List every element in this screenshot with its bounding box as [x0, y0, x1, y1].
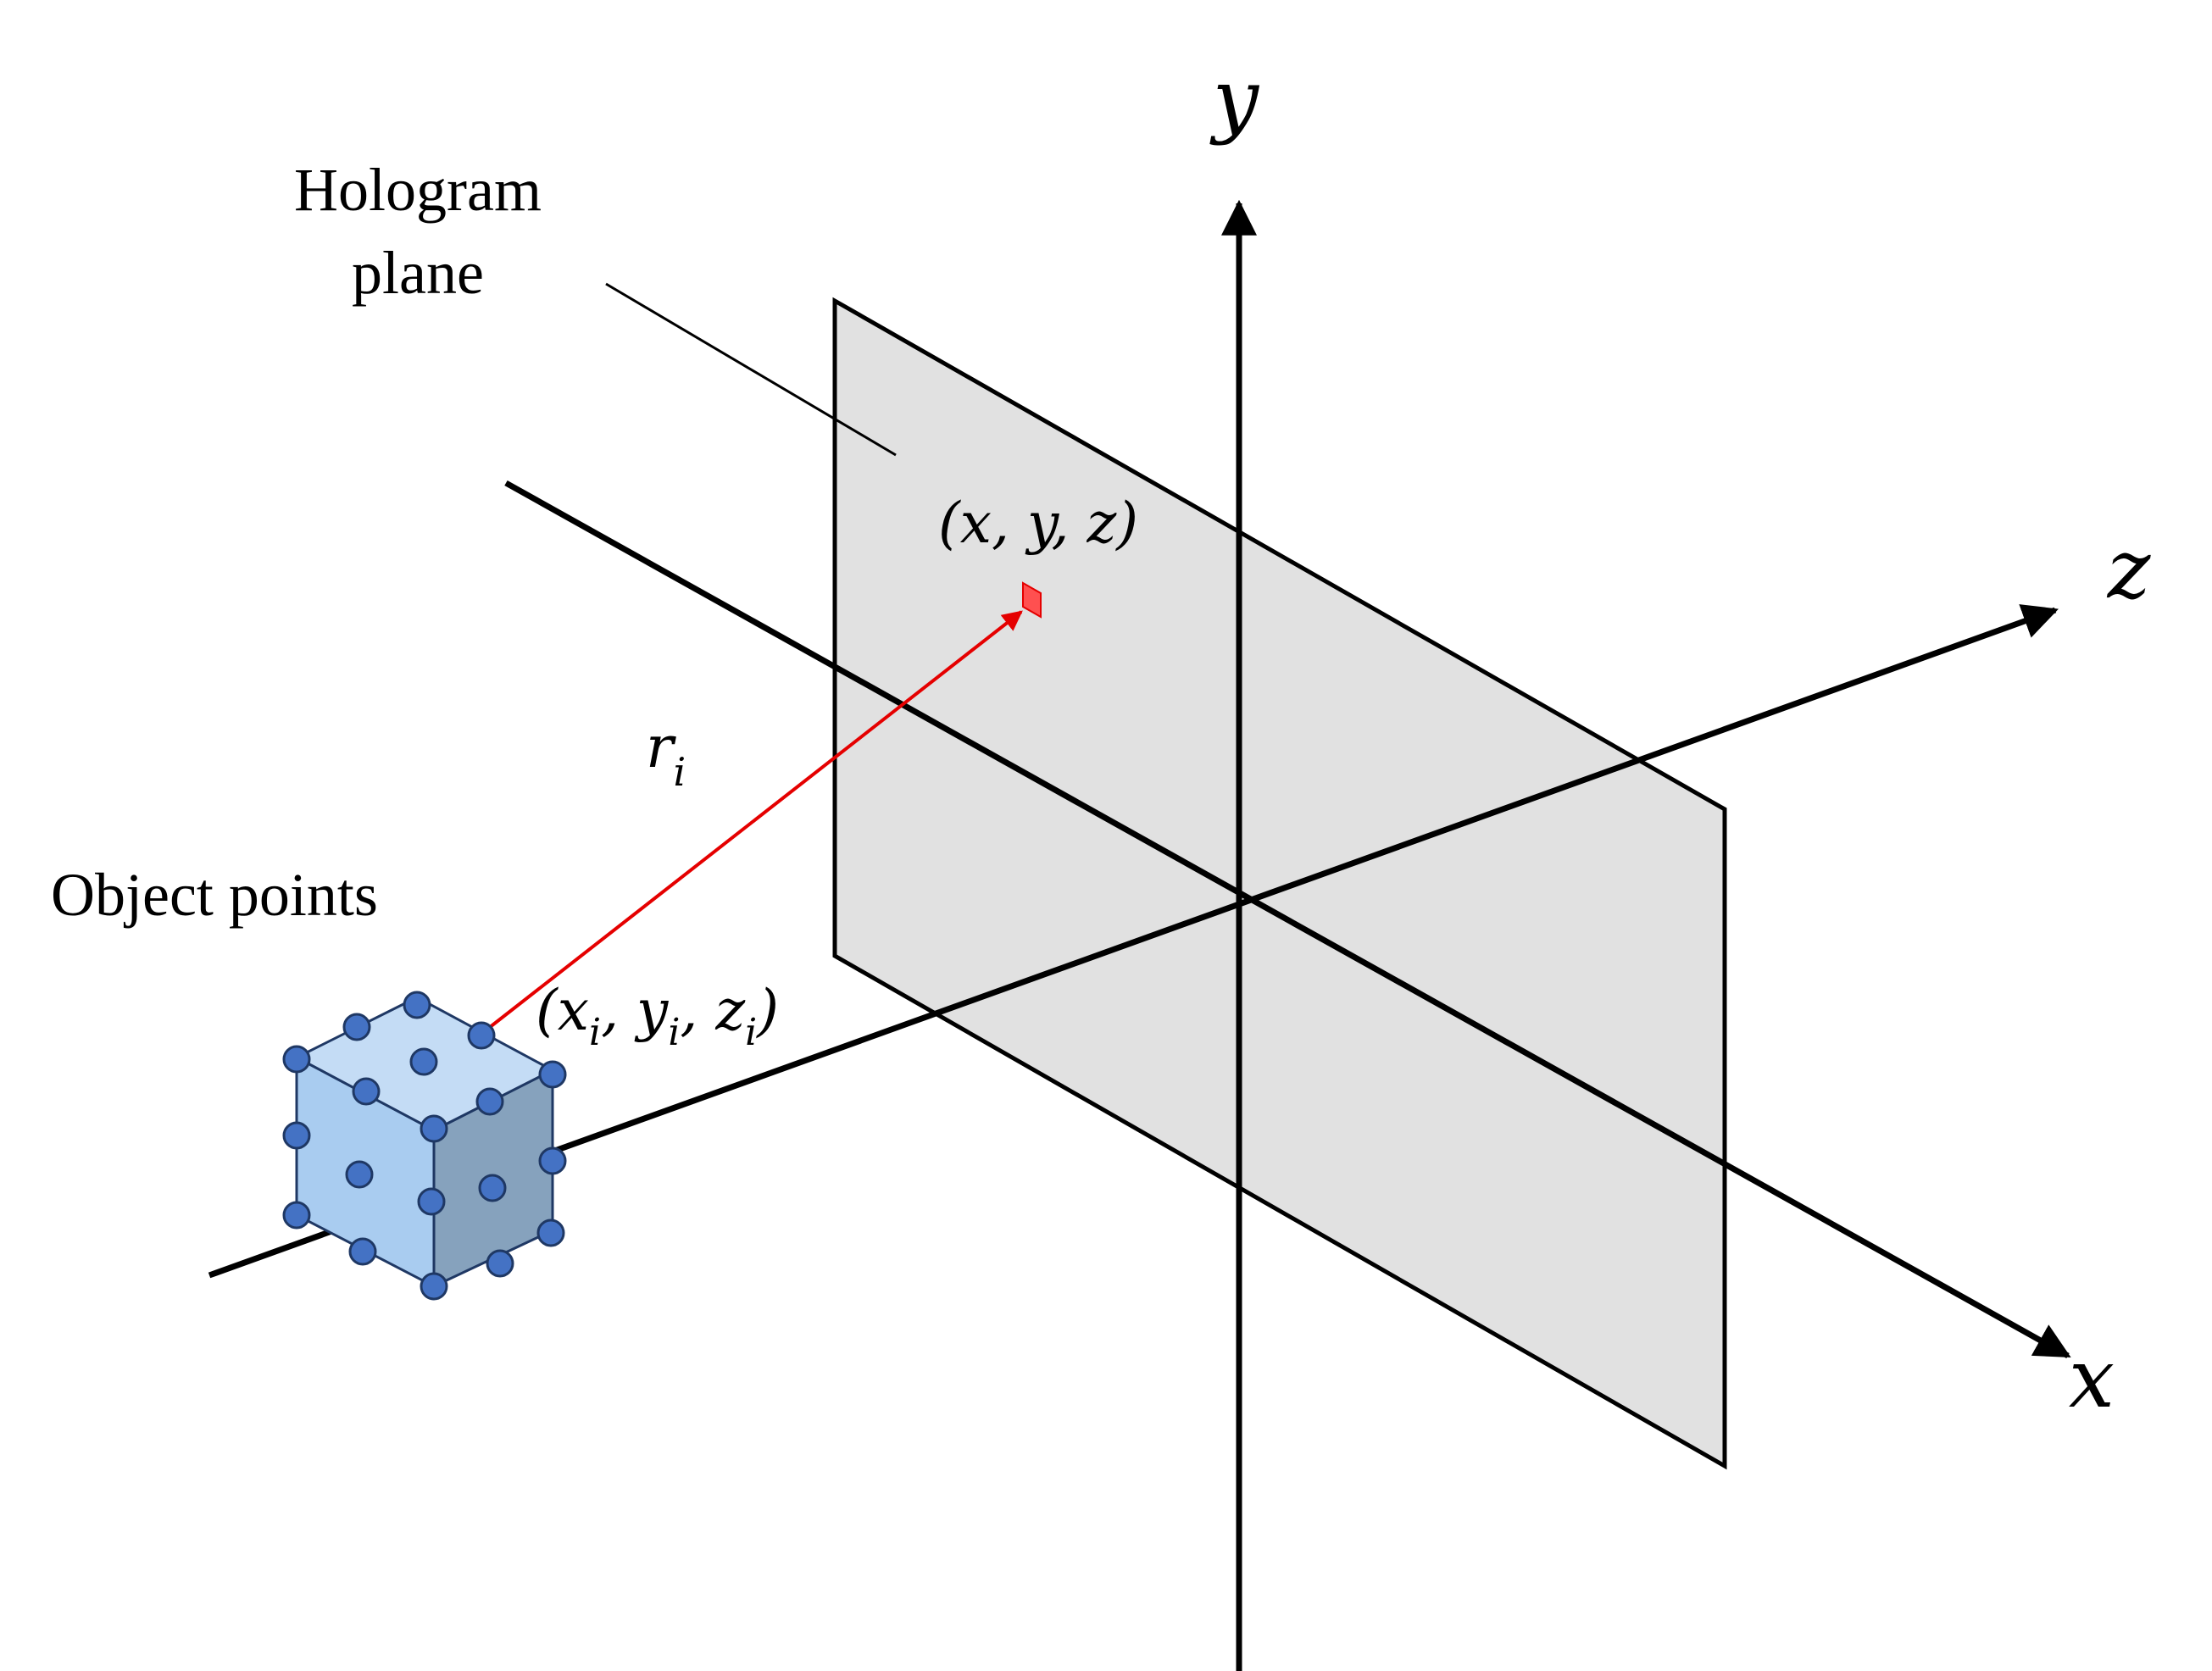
- object-point: [536, 1219, 565, 1247]
- object-point: [538, 1146, 567, 1175]
- object-point: [348, 1237, 377, 1266]
- object-point-sub-y: i: [668, 1011, 680, 1054]
- object-point: [345, 1160, 374, 1189]
- object-point: [538, 1060, 567, 1089]
- object-point: [342, 1013, 371, 1041]
- z-axis-label: z: [2107, 522, 2152, 617]
- hologram-plane-label-line1: Hologram: [294, 156, 542, 224]
- object-points-label: Object points: [51, 861, 378, 929]
- y-axis-label: y: [1209, 52, 1260, 147]
- object-point-mid-y: , y: [601, 978, 669, 1043]
- object-point: [417, 1187, 446, 1216]
- object-point: [352, 1077, 381, 1106]
- hologram-leader-line: [605, 282, 897, 457]
- x-axis-label: x: [2069, 1331, 2115, 1426]
- object-point: [420, 1272, 448, 1301]
- object-point-mid-z: , z: [680, 978, 746, 1043]
- object-point-sub-x: i: [589, 1011, 601, 1054]
- hologram-point-label: (x, y, z): [938, 491, 1138, 556]
- object-point-open: (x: [536, 978, 589, 1043]
- object-point: [467, 1021, 496, 1050]
- object-point: [420, 1114, 448, 1143]
- object-cube: [293, 996, 556, 1289]
- distance-ri-sub: i: [674, 749, 686, 795]
- object-point-label: (xi, yi, zi): [536, 978, 779, 1054]
- object-point: [475, 1087, 504, 1116]
- object-point: [403, 991, 431, 1019]
- hologram-plane: [832, 297, 1727, 1470]
- hologram-plane-label-line2: plane: [352, 239, 484, 307]
- object-point: [486, 1249, 514, 1278]
- object-point: [282, 1201, 311, 1230]
- hologram-point-marker: [1022, 581, 1042, 619]
- object-point: [409, 1047, 438, 1076]
- distance-ri-main: r: [646, 714, 676, 781]
- object-point-sub-z: i: [745, 1011, 757, 1054]
- distance-ri-label: ri: [646, 714, 686, 795]
- ray-ri: [480, 610, 1023, 1035]
- object-point: [478, 1174, 507, 1202]
- object-point-close: ): [755, 978, 779, 1043]
- x-axis: [504, 480, 2071, 1359]
- object-point: [282, 1121, 311, 1150]
- object-points-dots: [282, 991, 567, 1301]
- object-point: [282, 1045, 311, 1074]
